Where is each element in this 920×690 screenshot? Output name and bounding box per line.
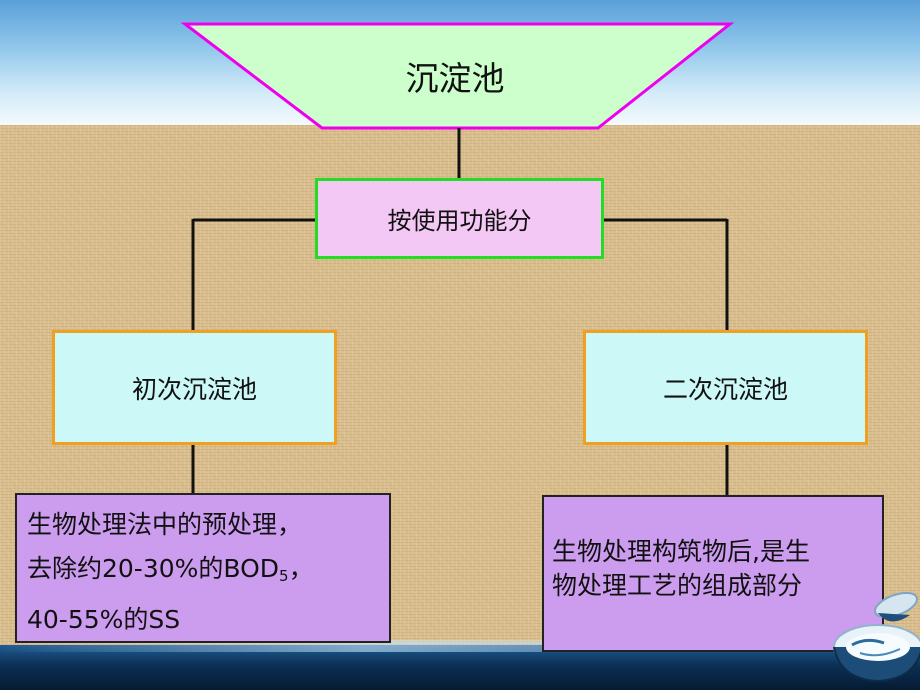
footer-dark-band bbox=[0, 645, 920, 690]
primary-description-line-1: 生物处理法中的预处理， bbox=[27, 503, 379, 547]
secondary-description-box: 生物处理构筑物后,是生 物处理工艺的组成部分 bbox=[542, 495, 884, 652]
secondary-sedimentation-node: 二次沉淀池 bbox=[583, 330, 868, 445]
title-node: 沉淀池 bbox=[405, 59, 505, 98]
primary-description-line-2: 去除约20-30%的BOD5， bbox=[27, 547, 379, 598]
secondary-description-line-2: 物处理工艺的组成部分 bbox=[552, 571, 803, 600]
decorative-bowl-graphic bbox=[833, 591, 920, 683]
criterion-node: 按使用功能分 bbox=[315, 178, 604, 259]
primary-description-line-3: 40-55%的SS bbox=[27, 598, 379, 642]
primary-description-box: 生物处理法中的预处理， 去除约20-30%的BOD5， 40-55%的SS bbox=[15, 493, 391, 643]
primary-sedimentation-node: 初次沉淀池 bbox=[52, 330, 337, 445]
title-trapezoid-shape bbox=[180, 22, 735, 130]
primary-description-text-1: 生物处理法中的预处理， bbox=[27, 510, 303, 539]
primary-description-text-3: 40-55%的SS bbox=[27, 605, 181, 634]
primary-description-suffix-2: ， bbox=[288, 554, 314, 583]
primary-description-text-2: 去除约20-30%的BOD bbox=[27, 554, 280, 583]
bod-subscript: 5 bbox=[279, 567, 289, 585]
secondary-description-line-1: 生物处理构筑物后,是生 bbox=[552, 537, 810, 566]
